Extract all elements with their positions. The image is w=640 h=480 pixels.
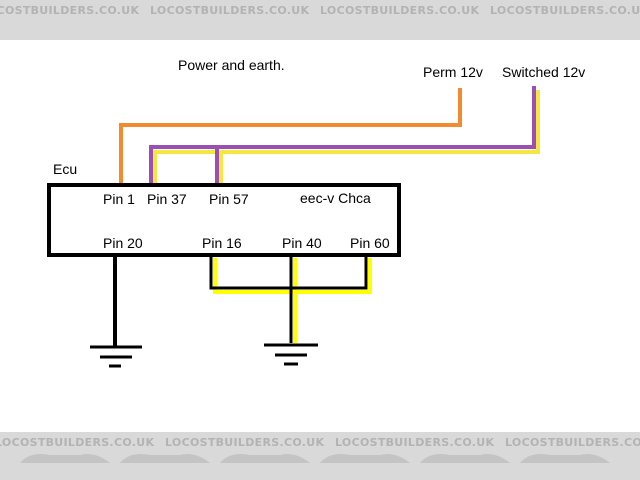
watermark-text: LOCOSTBUILDERS.CO.UK <box>490 4 640 17</box>
watermark-band-bottom: LOCOSTBUILDERS.CO.UK LOCOSTBUILDERS.CO.U… <box>0 432 640 480</box>
ecu-box <box>47 183 401 257</box>
car-logo-watermark <box>20 454 610 463</box>
earth-bus-wire <box>209 255 368 343</box>
watermark-text: LOCOSTBUILDERS.CO.UK <box>335 436 495 449</box>
switched-12v-label: Switched 12v <box>502 64 585 80</box>
pin-60-label: Pin 60 <box>350 235 390 251</box>
ground-symbol <box>90 345 142 368</box>
diagram-title: Power and earth. <box>178 57 285 73</box>
ecu-model-label: eec-v Chca <box>300 190 371 206</box>
watermark-band-top: LOCOSTBUILDERS.CO.UK LOCOSTBUILDERS.CO.U… <box>0 0 640 40</box>
pin-40-label: Pin 40 <box>282 235 322 251</box>
switched-12v-wire-stripe <box>153 90 540 187</box>
perm-12v-label: Perm 12v <box>423 64 483 80</box>
pin-57-label: Pin 57 <box>209 191 249 207</box>
watermark-text: LOCOSTBUILDERS.CO.UK <box>505 436 640 449</box>
pin-1-label: Pin 1 <box>103 191 135 207</box>
pin-16-label: Pin 16 <box>202 235 242 251</box>
ecu-label: Ecu <box>53 161 77 177</box>
ground-symbol <box>264 343 318 366</box>
perm-12v-wire <box>119 88 462 185</box>
pin-20-label: Pin 20 <box>103 235 143 251</box>
watermark-text: LOCOSTBUILDERS.CO.UK <box>165 436 325 449</box>
switched-12v-wire <box>149 86 536 185</box>
watermark-text: LOCOSTBUILDERS.CO.UK <box>320 4 480 17</box>
watermark-text: LOCOSTBUILDERS.CO.UK <box>150 4 310 17</box>
watermark-text: LOCOSTBUILDERS.CO.UK <box>0 436 155 449</box>
watermark-text: LOCOSTBUILDERS.CO.UK <box>0 4 140 17</box>
pin-37-label: Pin 37 <box>147 191 187 207</box>
